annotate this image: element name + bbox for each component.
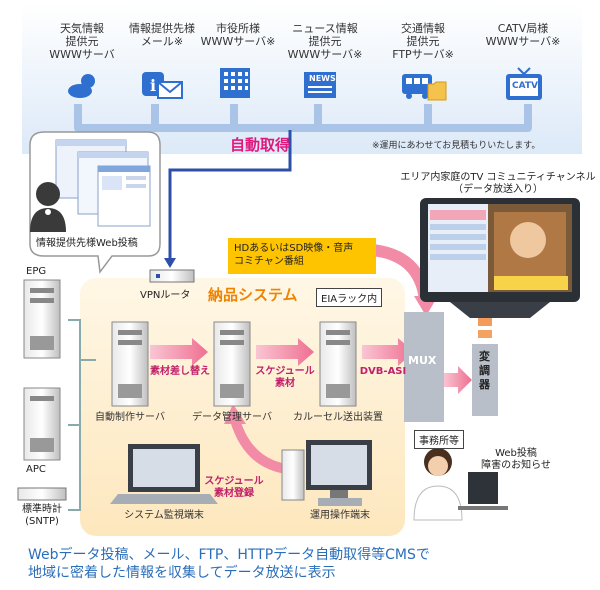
footer-caption: Webデータ投稿、メール、FTP、HTTPデータ自動取得等CMSで 地域に密着し…: [28, 547, 430, 581]
system-title: 納品システム: [208, 286, 298, 304]
hd-box: [228, 238, 376, 274]
collector-line: [74, 104, 532, 132]
carousel-server-icon: [319, 321, 357, 407]
vpn-router-icon: [149, 269, 195, 283]
mux-label: MUX: [408, 354, 437, 367]
laptop-icon: [110, 444, 218, 504]
source-icon-news: NEWS: [300, 68, 340, 100]
catv-icon-text: CATV: [512, 81, 538, 91]
source-label-weather: 天気情報 提供元 WWWサーバ: [49, 22, 115, 61]
vpn-router-label: VPNルータ: [140, 290, 191, 301]
dvb-arrow-label: DVB-ASI: [359, 366, 407, 377]
source-label-catv: CATV局様 WWWサーバ※: [485, 22, 561, 48]
svg-text:i: i: [150, 76, 156, 95]
epg-label: EPG: [26, 266, 47, 277]
replace-arrow-label: 素材差し替え: [150, 366, 210, 377]
register-arrow-label: スケジュール 素材登録: [204, 476, 264, 499]
person-silhouette-icon: [30, 182, 66, 232]
feed-line: [168, 130, 292, 262]
source-label-building: 市役所様 WWWサーバ※: [200, 22, 276, 48]
epg-server-icon: [23, 279, 61, 359]
web-post-label: 情報提供先様Web投稿: [36, 238, 138, 249]
source-label-ftp: 交通情報 提供元 FTPサーバ※: [392, 22, 454, 61]
auto-server-icon: [111, 321, 149, 407]
desktop-pc-icon: [281, 440, 372, 506]
apc-label: APC: [26, 464, 46, 475]
sntp-clock-icon: [17, 487, 67, 501]
tv-caption: エリア内家庭のTV コミュニティチャンネル （データ放送入り）: [400, 172, 596, 195]
auto-server-label: 自動制作サーバ: [95, 412, 165, 423]
eia-rack-badge: EIAラック内: [316, 288, 383, 307]
source-icon-weather: [66, 72, 98, 100]
source-icon-building: [218, 66, 252, 100]
apc-unit-icon: [23, 387, 61, 461]
source-icon-catv: CATV: [504, 66, 544, 102]
tv-set-icon: [420, 198, 580, 318]
feed-arrowhead: [164, 258, 176, 268]
data-server-label: データ管理サーバ: [192, 412, 272, 423]
office-worker-icon: [413, 448, 508, 521]
web-notice-label: Web投稿 障害のお知らせ: [481, 448, 551, 471]
arrow-dvb: [362, 338, 414, 366]
modulator-label: 変 調 器: [479, 350, 490, 391]
web-post-screens: [55, 139, 151, 227]
ops-terminal-label: 運用操作端末: [310, 510, 370, 521]
monitor-terminal-label: システム監視端末: [124, 510, 204, 521]
source-label-mail: 情報提供先様 メール※: [129, 22, 195, 48]
arrow-replace: [150, 338, 208, 366]
data-server-icon: [213, 321, 251, 407]
mux-box: [404, 312, 444, 422]
news-icon-text: NEWS: [309, 74, 336, 83]
source-icon-mail: i: [140, 70, 184, 102]
estimate-note: ※運用にあわせてお見積もりいたします。: [372, 141, 541, 151]
hd-box-label: HDあるいはSD映像・音声 コミチャン番組: [234, 243, 354, 267]
arrow-schedule: [256, 338, 314, 366]
schedule-arrow-label: スケジュール 素材: [255, 366, 315, 389]
office-badge: 事務所等: [414, 430, 464, 449]
source-icon-bus-folder: [400, 70, 448, 102]
carousel-server-label: カルーセル送出装置: [293, 412, 383, 423]
sntp-label: 標準時計 (SNTP): [22, 504, 62, 527]
auto-fetch-label: 自動取得: [230, 136, 291, 154]
arrow-mux-mod: [443, 366, 472, 394]
modulator-box: [472, 344, 498, 416]
source-label-news: ニュース情報 提供元 WWWサーバ※: [287, 22, 363, 61]
input-bracket: [68, 319, 96, 511]
